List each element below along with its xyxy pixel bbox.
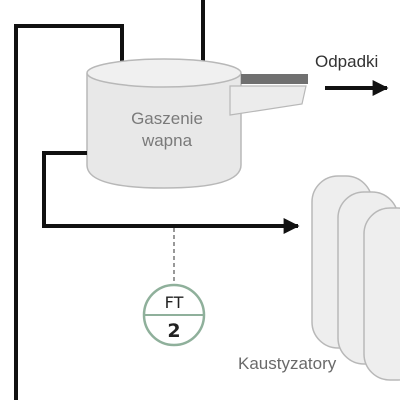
causticizer-vessels: [311, 175, 400, 381]
left-feed-pipe: [14, 24, 130, 400]
lime-slaking-tank: Gaszenie wapna: [86, 58, 308, 189]
tank-rim: [86, 58, 242, 88]
vessels-label: Kaustyzatory: [238, 354, 337, 373]
chute-lip: [241, 74, 308, 84]
instrument-tag-bottom: 2: [167, 320, 180, 342]
overflow-chute: [229, 85, 307, 116]
flow-transmitter: FT 2: [142, 283, 206, 347]
tank-label-line1: Gaszenie: [131, 109, 203, 128]
tank-body: [86, 73, 242, 189]
instrument-tag-top: FT: [165, 293, 184, 312]
tank-outlet-pipe: [42, 151, 300, 234]
causticizer-vessel-3: [363, 207, 400, 381]
tank-label-line2: wapna: [141, 131, 193, 150]
waste-label: Odpadki: [315, 52, 378, 71]
